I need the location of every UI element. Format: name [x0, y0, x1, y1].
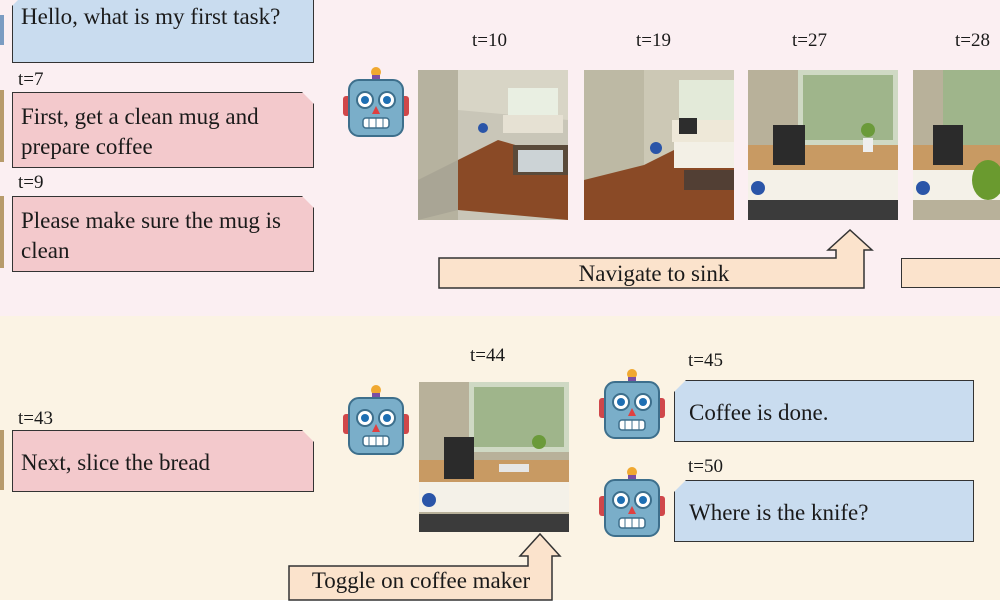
timestamp-label: t=50 — [688, 456, 723, 477]
frame-time-label: t=10 — [472, 30, 507, 51]
frame-time-label: t=19 — [636, 30, 671, 51]
robot-message-bubble: Where is the knife? — [674, 480, 974, 542]
message-text: Next, slice the bread — [21, 450, 211, 475]
frame-time-label: t=44 — [470, 345, 505, 366]
timestamp-label: t=43 — [18, 408, 53, 429]
robot-message-bubble: Coffee is done. — [674, 380, 974, 442]
frame-time-label: t=27 — [792, 30, 827, 51]
message-text: Hello, what is my first task? — [21, 4, 281, 29]
commander-message-bubble: Please make sure the mug is clean — [12, 196, 314, 272]
message-text: Where is the knife? — [689, 500, 869, 525]
egocentric-frame — [748, 70, 898, 220]
message-text: Coffee is done. — [689, 400, 829, 425]
action-arrow — [901, 258, 1000, 288]
frame-time-label: t=28 — [955, 30, 990, 51]
action-label: Toggle on coffee maker — [311, 568, 531, 593]
egocentric-frame — [418, 70, 568, 220]
robot-icon — [599, 369, 665, 439]
timestamp-label: t=45 — [688, 350, 723, 371]
edge-marker — [0, 430, 4, 490]
message-text: First, get a clean mug and prepare coffe… — [21, 104, 259, 159]
commander-message-bubble: First, get a clean mug and prepare coffe… — [12, 92, 314, 168]
message-text: Please make sure the mug is clean — [21, 208, 281, 263]
timestamp-label: t=7 — [18, 69, 44, 90]
edge-marker — [0, 90, 4, 162]
robot-icon — [343, 385, 409, 455]
action-label: Navigate to sink — [578, 261, 730, 286]
commander-message-bubble: Next, slice the bread — [12, 430, 314, 492]
user-message-bubble: Hello, what is my first task? — [12, 0, 314, 63]
egocentric-frame — [584, 70, 734, 220]
egocentric-frame — [419, 382, 569, 532]
edge-marker — [0, 15, 4, 45]
timestamp-label: t=9 — [18, 172, 44, 193]
action-arrow — [438, 228, 874, 289]
egocentric-frame — [913, 70, 1000, 220]
robot-icon — [599, 467, 665, 537]
edge-marker — [0, 196, 4, 268]
robot-icon — [343, 67, 409, 137]
